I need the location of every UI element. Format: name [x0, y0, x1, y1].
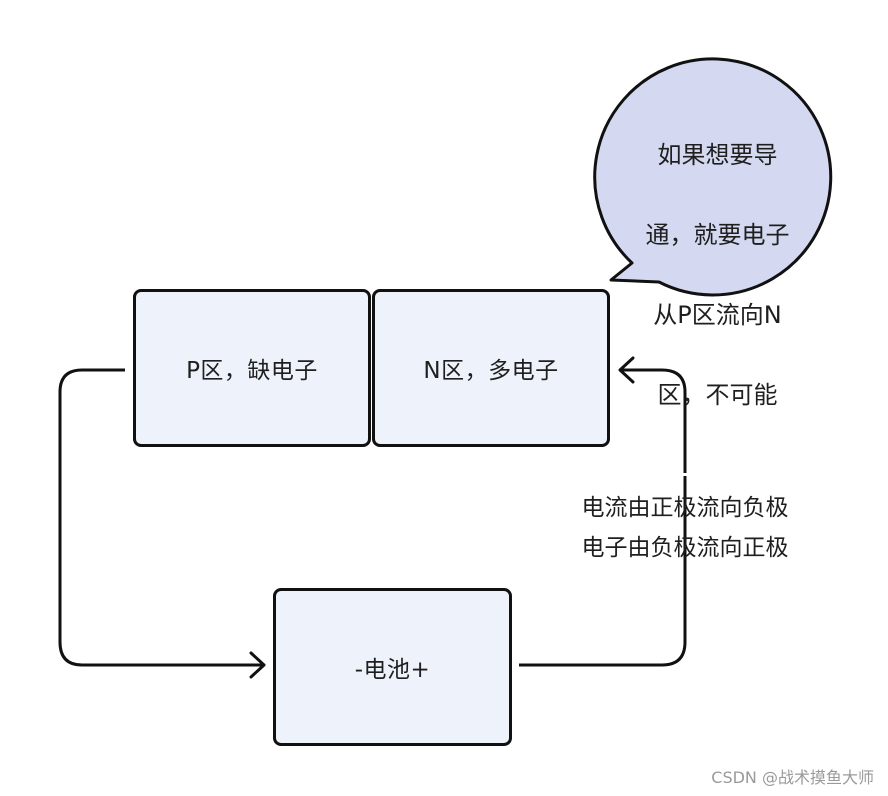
p-region-box: P区，缺电子 [133, 289, 371, 447]
n-region-box: N区，多电子 [372, 289, 610, 447]
p-region-label: P区，缺电子 [186, 358, 318, 384]
connector-to-n-top [622, 368, 687, 473]
bubble-line: 通，就要电子 [645, 221, 790, 249]
n-region-label: N区，多电子 [423, 358, 559, 384]
speech-bubble-text: 如果想要导 通，就要电子 从P区流向N 区，不可能 [610, 95, 825, 455]
battery-box: -电池+ [273, 588, 512, 746]
arrowhead-to-n-region [618, 356, 635, 384]
speech-bubble [593, 57, 833, 297]
current-direction-annotation: 电流由正极流向负极 电子由负极流向正极 [540, 488, 830, 568]
connector-battery-to-n [519, 476, 687, 667]
watermark: CSDN @战术摸鱼大师 [711, 768, 874, 787]
connector-p-to-battery [58, 368, 262, 667]
annotation-line: 电子由负极流向正极 [581, 535, 789, 561]
battery-label: -电池+ [354, 657, 431, 683]
bubble-line: 从P区流向N [653, 301, 782, 329]
arrowhead-to-battery [249, 651, 266, 679]
bubble-line: 如果想要导 [657, 141, 778, 169]
annotation-line: 电流由正极流向负极 [581, 495, 789, 521]
bubble-line: 区，不可能 [657, 381, 778, 409]
